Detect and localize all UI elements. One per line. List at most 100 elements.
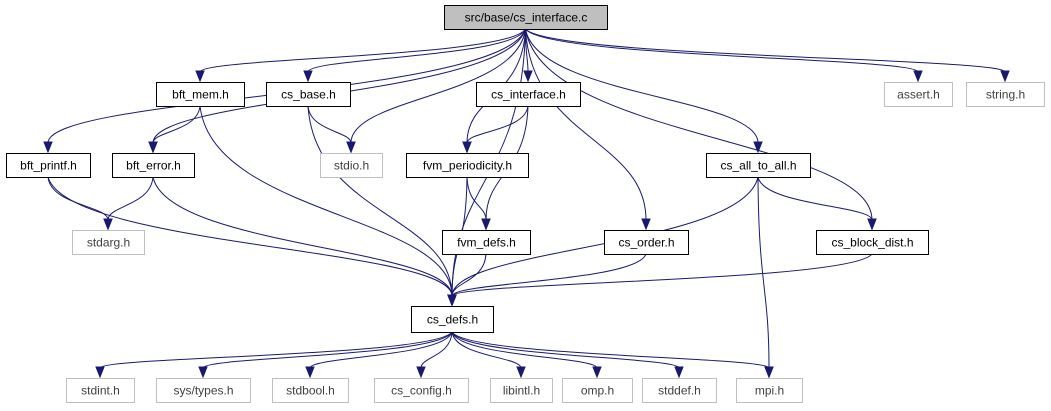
node-mpi: mpi.h xyxy=(736,378,803,403)
node-label: stdarg.h xyxy=(87,236,130,250)
node-bft-printf[interactable]: bft_printf.h xyxy=(6,153,91,178)
node-label: fvm_defs.h xyxy=(457,236,516,250)
node-libintl: libintl.h xyxy=(490,378,553,403)
node-label: omp.h xyxy=(581,384,614,398)
node-label: libintl.h xyxy=(503,384,540,398)
node-box xyxy=(444,5,608,30)
arrowhead-cs_all_to_all-to-cs_block_dist xyxy=(867,218,877,231)
node-label: sys/types.h xyxy=(173,384,233,398)
edge-cs_order-to-cs_defs xyxy=(451,253,647,297)
arrowhead-cs_defs-to-sys_types xyxy=(198,366,208,379)
node-box xyxy=(156,378,251,403)
node-bft-mem[interactable]: bft_mem.h xyxy=(156,82,245,107)
node-box xyxy=(562,378,633,403)
node-box xyxy=(156,82,245,107)
node-label: cs_all_to_all.h xyxy=(720,159,796,173)
node-box xyxy=(66,378,135,403)
node-stdbool: stdbool.h xyxy=(272,378,349,403)
node-label: stdbool.h xyxy=(286,384,335,398)
node-fvm-defs[interactable]: fvm_defs.h xyxy=(442,230,531,255)
node-stdarg: stdarg.h xyxy=(72,230,145,255)
edge-cs_interface_c-to-string xyxy=(525,28,1006,73)
node-box xyxy=(736,378,803,403)
node-label: string.h xyxy=(986,88,1025,102)
edge-fvm_periodicity-to-fvm_defs xyxy=(466,176,487,221)
edge-cs_interface_c-to-cs_order xyxy=(525,28,647,221)
edge-cs_defs-to-sys_types xyxy=(202,331,453,369)
node-label: stdint.h xyxy=(81,384,120,398)
arrowhead-cs_interface_c-to-cs_order xyxy=(641,218,651,231)
node-box xyxy=(706,153,811,178)
node-box xyxy=(884,82,953,107)
arrowhead-cs_defs-to-stdbool xyxy=(305,366,315,379)
node-label: cs_interface.h xyxy=(491,88,566,102)
edge-cs_defs-to-cs_config xyxy=(420,331,453,369)
node-box xyxy=(642,378,717,403)
node-bft-error[interactable]: bft_error.h xyxy=(112,153,195,178)
node-box xyxy=(6,153,91,178)
edge-bft_error-to-cs_defs xyxy=(152,176,453,297)
arrowhead-cs_interface_c-to-string xyxy=(1000,70,1010,83)
node-box xyxy=(476,82,581,107)
node-fvm-periodicity[interactable]: fvm_periodicity.h xyxy=(406,153,529,178)
node-box xyxy=(112,153,195,178)
arrowhead-cs_base-to-stdio xyxy=(346,141,356,154)
node-cs-defs[interactable]: cs_defs.h xyxy=(411,306,494,333)
node-omp: omp.h xyxy=(562,378,633,403)
arrowhead-cs_defs-to-stdint xyxy=(95,366,105,379)
edge-bft_printf-to-stdarg xyxy=(47,176,109,221)
node-box xyxy=(816,230,929,255)
node-cs-interface-h[interactable]: cs_interface.h xyxy=(476,82,581,107)
arrowhead-bft_mem-to-bft_error xyxy=(148,141,158,154)
node-cs-base[interactable]: cs_base.h xyxy=(266,82,351,107)
edge-cs_defs-to-stdbool xyxy=(309,331,453,369)
node-string: string.h xyxy=(966,82,1045,107)
node-stdio: stdio.h xyxy=(320,153,383,178)
node-cs-interface-c[interactable]: src/base/cs_interface.c xyxy=(444,5,608,30)
edge-cs_interface_c-to-stdio xyxy=(350,28,526,144)
edge-cs_all_to_all-to-mpi xyxy=(757,176,770,369)
node-label: bft_printf.h xyxy=(20,159,77,173)
node-box xyxy=(272,378,349,403)
arrowhead-cs_interface_h-to-fvm_periodicity xyxy=(462,141,472,154)
edge-cs_all_to_all-to-cs_block_dist xyxy=(757,176,873,221)
node-box xyxy=(411,306,494,333)
edge-cs_all_to_all-to-cs_defs xyxy=(451,176,759,297)
edge-cs_base-to-stdio xyxy=(307,105,352,144)
node-label: stdio.h xyxy=(334,159,369,173)
node-label: bft_error.h xyxy=(126,159,181,173)
node-label: mpi.h xyxy=(755,384,784,398)
node-label: src/base/cs_interface.c xyxy=(465,11,588,25)
arrowhead-cs_interface_c-to-bft_printf xyxy=(43,141,53,154)
arrowhead-bft_error-to-stdarg xyxy=(103,218,113,231)
edge-cs_defs-to-stddef xyxy=(451,331,680,369)
arrowhead-cs_block_dist-to-cs_defs xyxy=(447,294,457,307)
node-label: cs_order.h xyxy=(618,236,674,250)
node-cs-config: cs_config.h xyxy=(374,378,469,403)
edge-cs_defs-to-stdint xyxy=(99,331,453,369)
arrowhead-cs_defs-to-mpi xyxy=(764,366,774,379)
node-assert: assert.h xyxy=(884,82,953,107)
arrowhead-cs_defs-to-cs_config xyxy=(416,366,426,379)
node-cs-order[interactable]: cs_order.h xyxy=(604,230,689,255)
edge-cs_defs-to-omp xyxy=(451,331,598,369)
nodes-layer: src/base/cs_interface.c bft_mem.h cs_base.… xyxy=(6,5,1045,403)
node-sys-types: sys/types.h xyxy=(156,378,251,403)
node-box xyxy=(966,82,1045,107)
edges-layer xyxy=(43,28,1010,379)
node-cs-all-to-all[interactable]: cs_all_to_all.h xyxy=(706,153,811,178)
node-label: cs_base.h xyxy=(281,88,336,102)
node-box xyxy=(72,230,145,255)
edge-cs_interface_c-to-cs_block_dist xyxy=(525,28,873,221)
node-label: fvm_periodicity.h xyxy=(423,159,512,173)
arrowhead-cs_interface_c-to-cs_base xyxy=(303,70,313,83)
node-label: cs_defs.h xyxy=(427,313,478,327)
edge-cs_interface_h-to-fvm_periodicity xyxy=(466,105,529,144)
arrowhead-cs_defs-to-omp xyxy=(592,366,602,379)
edge-cs_interface_c-to-cs_base xyxy=(307,28,526,73)
edge-bft_error-to-stdarg xyxy=(107,176,154,221)
arrowhead-cs_defs-to-stddef xyxy=(674,366,684,379)
arrowhead-fvm_periodicity-to-fvm_defs xyxy=(481,218,491,231)
node-cs-block-dist[interactable]: cs_block_dist.h xyxy=(816,230,929,255)
node-box xyxy=(406,153,529,178)
